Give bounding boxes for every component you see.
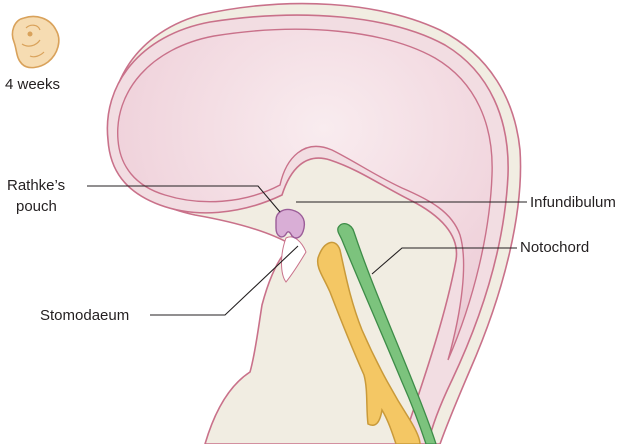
- rathkes-pouch-label-line1: Rathke’s: [7, 177, 65, 194]
- embryo-4-weeks-icon: [12, 17, 58, 68]
- notochord-label: Notochord: [520, 239, 589, 256]
- rathkes-pouch: [276, 209, 304, 237]
- stomodaeum-label: Stomodaeum: [40, 307, 129, 324]
- age-label: 4 weeks: [5, 76, 60, 93]
- infundibulum-label: Infundibulum: [530, 194, 616, 211]
- rathkes-pouch-label-line2: pouch: [16, 198, 57, 215]
